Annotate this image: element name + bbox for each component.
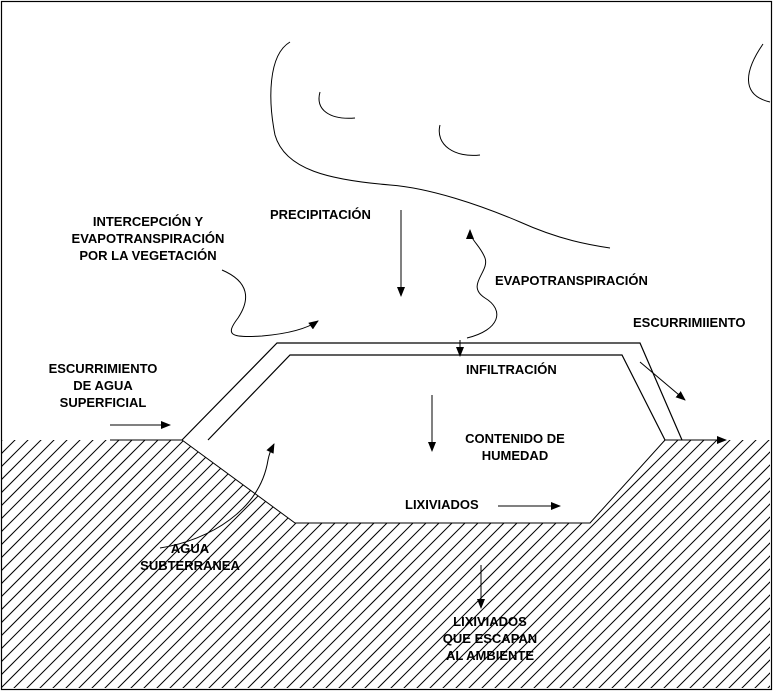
hatch-line (453, 440, 715, 688)
hatch-line (661, 440, 770, 688)
groundwater-arrow (159, 443, 275, 549)
precipitation-label: PRECIPITACIÓN (270, 207, 371, 222)
cloud-outline (270, 41, 611, 249)
hatch-line (2, 440, 260, 688)
hatch-line (674, 440, 770, 688)
hatch-line (557, 440, 770, 688)
moisture-line-2: HUMEDAD (481, 448, 549, 463)
hatch-line (492, 440, 754, 688)
runoff-label: ESCURRIMIIENTO (633, 315, 746, 330)
interception-label: INTERCEPCIÓN Y EVAPOTRANSPIRACIÓN POR LA… (38, 213, 258, 264)
hatch-line (609, 440, 770, 688)
moisture-label: CONTENIDO DE HUMEDAD (455, 430, 575, 464)
hatch-line (2, 440, 91, 688)
surface-runoff-line-3: SUPERFICIAL (59, 395, 147, 410)
escaping-leachate-line-2: QUE ESCAPAN (442, 631, 538, 646)
surface-runoff-label: ESCURRIMIENTO DE AGUA SUPERFICIAL (30, 360, 176, 411)
runoff-arrow (639, 361, 686, 401)
hatch-line (2, 440, 143, 688)
hatch-line (2, 440, 221, 688)
ground-hatching (2, 440, 770, 688)
hatch-line (531, 440, 770, 688)
landfill-cover-inner (207, 354, 666, 441)
groundwater-line-1: AGUA (170, 541, 210, 556)
hatch-line (752, 440, 770, 688)
hatch-line (700, 440, 770, 688)
hatch-line (2, 440, 117, 688)
surface-runoff-line-2: DE AGUA (73, 378, 133, 393)
vegetation-interception-arrow (221, 269, 319, 337)
hatch-line (2, 440, 182, 688)
hatch-line (583, 440, 770, 688)
hatch-line (2, 440, 169, 688)
leachate-label: LIXIVIADOS (405, 497, 479, 512)
ground-surface-line (110, 439, 680, 524)
hatch-line (2, 440, 78, 688)
hatch-line (505, 440, 767, 688)
cloud-curl-1 (318, 91, 356, 119)
hatch-line (2, 440, 156, 688)
hatch-line (570, 440, 770, 688)
hatch-line (2, 440, 104, 688)
hatch-line (518, 440, 770, 688)
moisture-line-1: CONTENIDO DE (465, 431, 565, 446)
hatch-line (2, 440, 65, 688)
groundwater-label: AGUA SUBTERRÁNEA (125, 540, 255, 574)
hatch-line (596, 440, 770, 688)
hatch-line (479, 440, 741, 688)
hatch-line (2, 440, 39, 688)
hatch-line (622, 440, 770, 688)
hatch-line (2, 440, 234, 688)
hatch-line (2, 440, 130, 688)
escaping-leachate-label: LIXIVIADOS QUE ESCAPAN AL AMBIENTE (420, 613, 560, 664)
hatch-line (544, 440, 770, 688)
hatch-line (2, 440, 208, 688)
hatch-line (635, 440, 770, 688)
hatch-line (2, 440, 195, 688)
hatch-line (2, 440, 247, 688)
evapotranspiration-arrow (466, 229, 498, 339)
hatch-line (648, 440, 770, 688)
interception-line-2: EVAPOTRANSPIRACIÓN (71, 231, 225, 246)
hatch-line (440, 440, 702, 688)
escaping-leachate-line-3: AL AMBIENTE (445, 648, 535, 663)
infiltration-label: INFILTRACIÓN (466, 362, 557, 377)
surface-runoff-line-1: ESCURRIMIENTO (48, 361, 158, 376)
groundwater-line-2: SUBTERRÁNEA (140, 558, 240, 573)
evapotranspiration-label: EVAPOTRANSPIRACIÓN (495, 273, 648, 288)
hatch-line (687, 440, 770, 688)
hatch-line (466, 440, 728, 688)
interception-line-1: INTERCEPCIÓN Y (92, 214, 204, 229)
hatch-line (713, 440, 770, 688)
hatch-line (739, 440, 770, 688)
interception-line-3: POR LA VEGETACIÓN (79, 248, 217, 263)
hatch-line (427, 440, 689, 688)
escaping-leachate-line-1: LIXIVIADOS (453, 614, 527, 629)
cloud-curl-2 (438, 124, 481, 156)
hatch-line (2, 440, 52, 688)
cloud-edge (748, 43, 771, 103)
landfill-cover-outer (181, 342, 683, 441)
